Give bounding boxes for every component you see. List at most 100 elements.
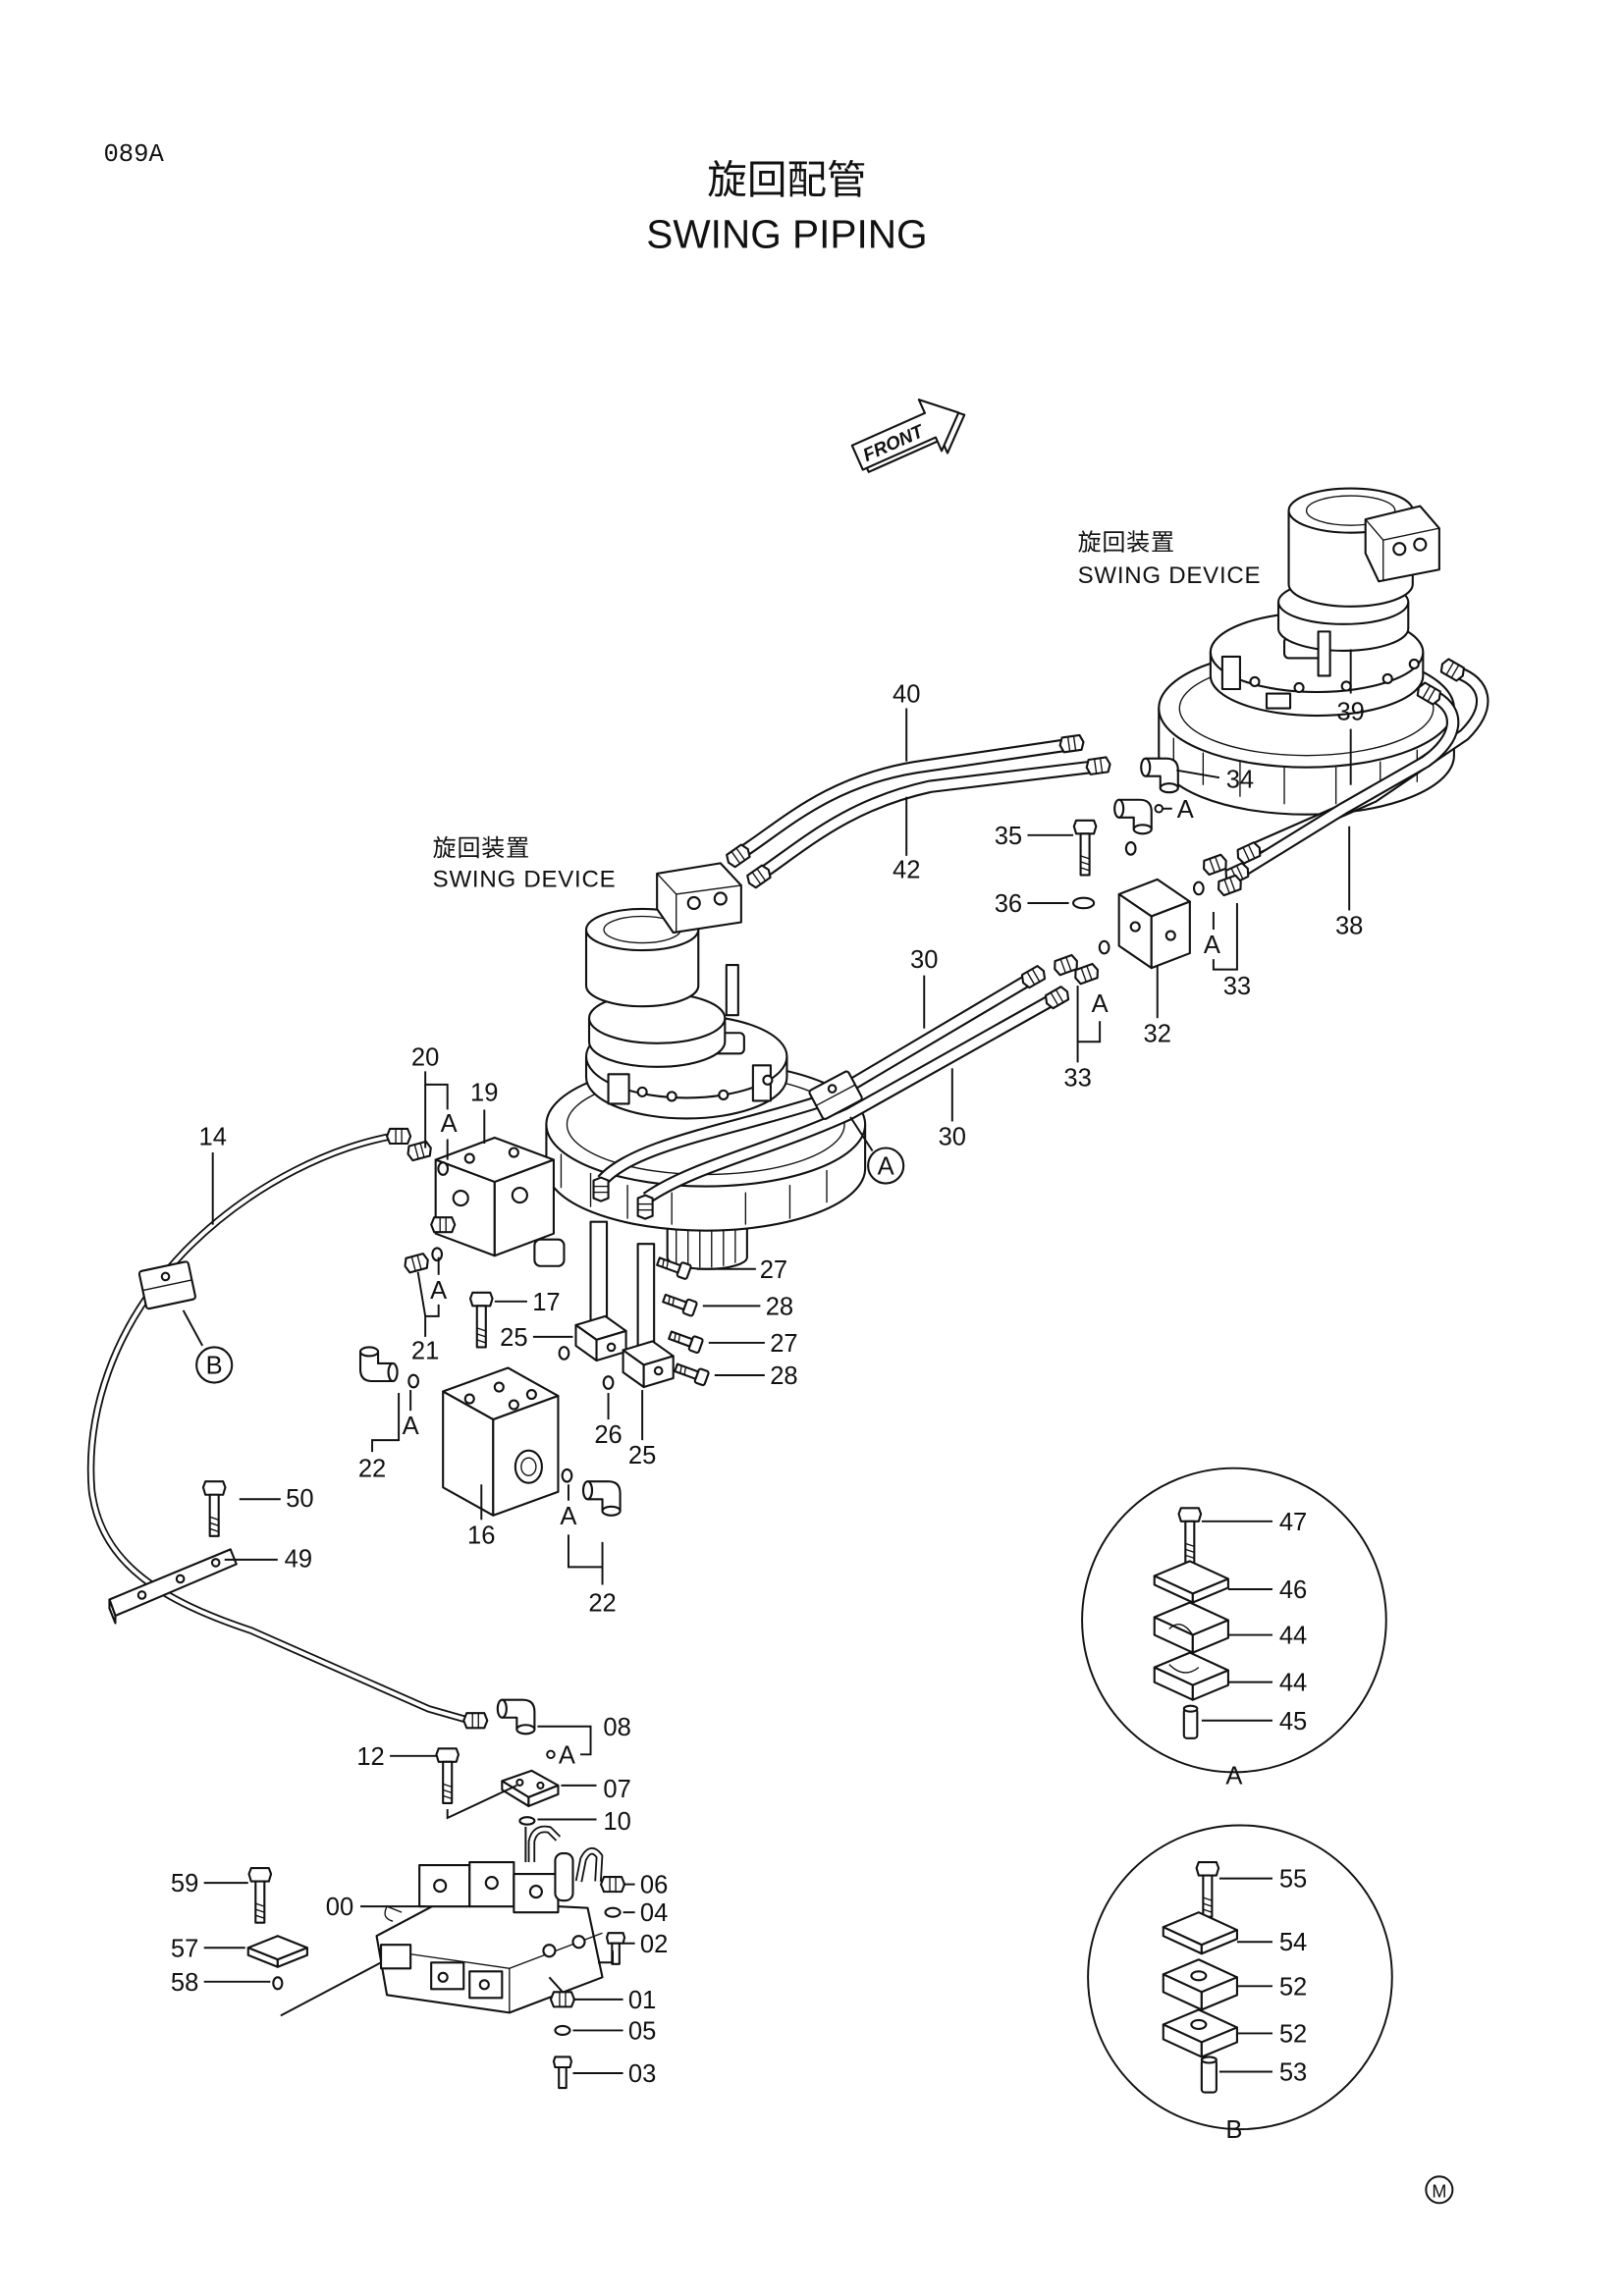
callout-connection-a: A [1177,796,1194,824]
detail-a-label: A [1225,1762,1242,1789]
callout-57: 57 [171,1935,198,1962]
o-ring [561,1468,573,1483]
bolt-12 [435,1747,460,1804]
callout-22: 22 [358,1456,386,1483]
callout-50: 50 [286,1485,313,1513]
view-ref-b-label: B [206,1352,223,1379]
bolt-17 [468,1291,494,1349]
callout-10: 10 [603,1808,630,1836]
callout-45: 45 [1279,1708,1307,1735]
callout-21: 21 [411,1337,439,1364]
bolt-47 [1177,1507,1203,1564]
o-ring [558,1346,570,1361]
front-direction-arrow: FRONT [850,399,966,473]
swing-device-label-en: SWING DEVICE [433,866,617,892]
callout-33: 33 [1223,973,1251,1000]
plate-46 [1153,1560,1229,1604]
callout-connection-a: A [1204,932,1220,959]
elbow-22-left [358,1346,399,1383]
callout-27: 27 [770,1330,797,1358]
view-ref-a-label: A [878,1153,894,1181]
callout-01: 01 [628,1987,656,2014]
assembly-label-left: 旋回装置 SWING DEVICE [433,835,617,893]
callout-44: 44 [1279,1670,1307,1697]
view-ref-a: A [867,1147,905,1185]
hose-40 [737,738,1067,859]
callout-connection-a: A [430,1277,447,1305]
callout-connection-a: A [1092,990,1109,1018]
plug-02 [606,1932,626,1965]
bolt-59 [247,1867,273,1924]
hose-30-lower [642,994,1055,1204]
clamp-44-lower [1153,1651,1229,1701]
leader-lines [182,649,1352,2074]
bolt-35 [1072,819,1098,877]
junction-block-32 [1117,878,1191,970]
callout-42: 42 [893,856,920,883]
bolt-28 [672,1360,711,1387]
callout-08: 08 [603,1714,630,1741]
callout-38: 38 [1335,913,1363,940]
bolt-50 [201,1480,227,1537]
callout-25: 25 [628,1442,656,1469]
plate-54 [1162,1911,1238,1955]
plate-57 [246,1935,308,1968]
callout-28: 28 [766,1293,793,1320]
callout-40: 40 [893,681,920,709]
callout-02: 02 [640,1931,668,1958]
page-code: 089A [103,140,164,169]
callout-59: 59 [171,1870,198,1897]
hose-38 [1239,690,1460,877]
fitting-33 [1200,852,1230,878]
callout-07: 07 [603,1776,630,1803]
callout-20: 20 [411,1043,439,1071]
callout-46: 46 [1279,1576,1307,1604]
callout-49: 49 [285,1545,312,1573]
hose-39 [1249,667,1489,857]
mark-label: M [1432,2181,1446,2201]
title-english: SWING PIPING [646,212,927,257]
detail-a: 47 46 44 44 45 A [1081,1467,1387,1789]
washer-36 [1072,896,1096,910]
view-ref-b: B [195,1346,234,1384]
callout-14: 14 [198,1123,226,1150]
swing-device-label-jp: 旋回装置 [433,835,530,862]
callout-26: 26 [594,1421,622,1449]
callout-25: 25 [500,1324,527,1352]
title-japanese: 旋回配管 [707,157,866,202]
callout-54: 54 [1279,1929,1307,1956]
elbow-34-lower [1113,798,1153,835]
header: 089A 旋回配管 SWING PIPING [103,140,927,257]
swing-device-label-en: SWING DEVICE [1078,562,1262,589]
callout-34: 34 [1226,767,1254,794]
swing-device-left [545,862,867,1270]
o-ring [1192,881,1205,896]
clamp-52-upper [1162,1958,1238,2011]
clamp-44-upper [1153,1601,1229,1654]
o-ring [1098,939,1110,955]
callout-27: 27 [760,1256,787,1284]
o-ring [437,1161,450,1176]
callout-44: 44 [1279,1623,1307,1650]
elbow-22-right [581,1480,622,1517]
callout-19: 19 [470,1079,498,1106]
hose-42 [758,760,1091,880]
detail-b-label: B [1225,2116,1242,2144]
callout-39: 39 [1336,699,1364,726]
callout-04: 04 [640,1899,668,1927]
callout-05: 05 [628,2017,656,2045]
o-ring [1124,840,1137,856]
callout-30: 30 [939,1123,966,1150]
swing-device-label-jp: 旋回装置 [1078,530,1175,557]
fitting-20 [405,1140,434,1162]
hose-30-upper [597,975,1030,1186]
bolt-28 [660,1290,699,1318]
elbow-08 [496,1698,536,1735]
callouts: 40 42 34 A 35 36 39 38 33 A 32 33 A 30 3… [171,681,1365,2089]
callout-03: 03 [628,2060,656,2088]
o-ring [407,1373,419,1389]
callout-53: 53 [1279,2059,1307,2087]
detail-b: 55 54 52 52 53 B [1087,1824,1393,2144]
tube-25-left [574,1220,627,1362]
